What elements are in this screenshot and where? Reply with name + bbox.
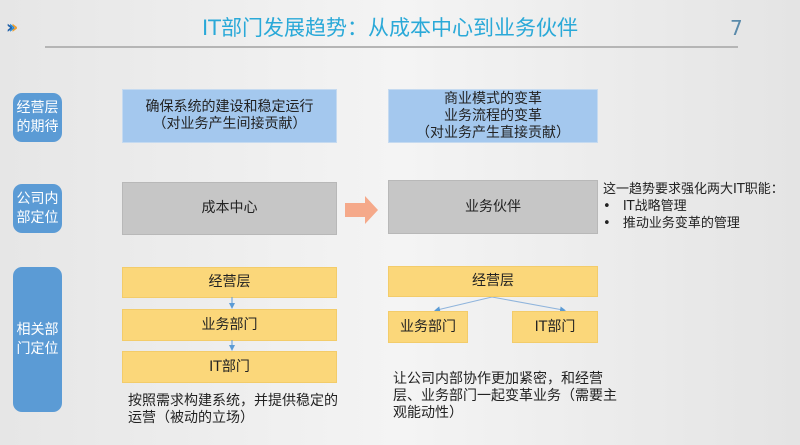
- right-management: 经营层: [388, 266, 598, 297]
- expectation-right-box: 商业模式的变革业务流程的变革（对业务产生直接贡献）: [388, 89, 598, 143]
- row-label-position: 公司内部定位: [13, 184, 62, 233]
- page-title: IT部门发展趋势：从成本中心到业务伙伴: [201, 16, 579, 40]
- chain-business-dept: 业务部门: [122, 309, 337, 341]
- expectation-left-box: 确保系统的建设和稳定运行（对业务产生间接贡献）: [122, 89, 337, 143]
- chain-it-dept: IT部门: [122, 351, 337, 383]
- divider: [45, 46, 738, 48]
- trend-note: 这一趋势要求强化两大IT职能： • IT战略管理 • 推动业务变革的管理: [603, 182, 784, 231]
- right-it-dept: IT部门: [512, 311, 598, 343]
- chain-management: 经营层: [122, 267, 337, 298]
- business-partner-box: 业务伙伴: [388, 180, 598, 234]
- arrow-right-icon: [345, 196, 378, 224]
- left-dept-note: 按照需求构建系统，并提供稳定的运营（被动的立场）: [128, 393, 338, 426]
- right-business-dept: 业务部门: [388, 311, 468, 343]
- row-label-expectation: 经营层的期待: [13, 93, 62, 142]
- cost-center-box: 成本中心: [122, 182, 337, 235]
- right-dept-note: 让公司内部协作更加紧密，和经营层、业务部门一起变革业务（需要主观能动性）: [393, 371, 617, 421]
- page-number: 7: [730, 16, 743, 40]
- row-label-departments: 相关部门定位: [13, 267, 62, 412]
